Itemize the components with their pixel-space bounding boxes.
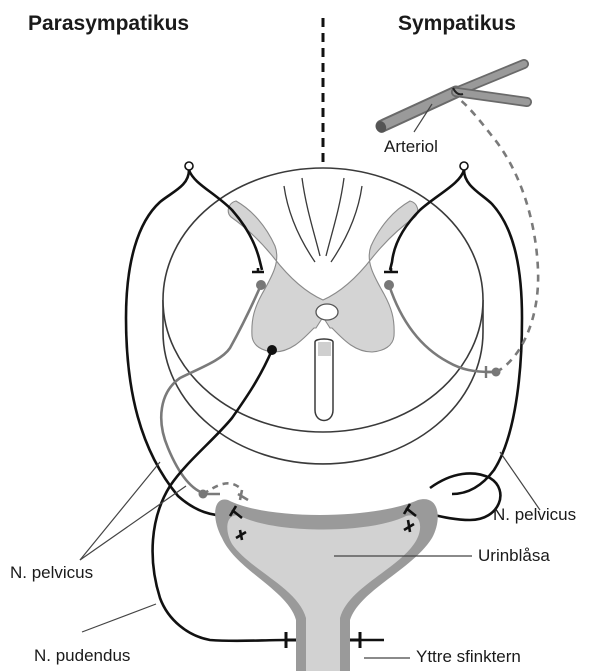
n-pelvicus-right-leader	[500, 452, 540, 510]
arteriole-vessel	[374, 64, 527, 135]
ganglion-left	[199, 490, 208, 499]
parasympathetic-dashed	[203, 483, 240, 494]
n-pudendus-leader	[82, 604, 156, 632]
bladder-lumen	[227, 515, 420, 671]
label-urinblasa: Urinblåsa	[478, 546, 550, 566]
label-n-pudendus: N. pudendus	[34, 646, 130, 666]
label-n-pelvicus-left: N. pelvicus	[10, 563, 93, 583]
label-arteriol: Arteriol	[384, 137, 438, 157]
heading-sympathetic: Sympatikus	[398, 12, 516, 36]
central-canal	[316, 304, 338, 320]
n-pelvicus-left-leader-2	[80, 486, 186, 560]
label-n-pelvicus-right: N. pelvicus	[493, 505, 576, 525]
label-yttre-sfinktern: Yttre sfinktern	[416, 647, 521, 667]
heading-parasympathetic: Parasympatikus	[28, 12, 189, 36]
n-pelvicus-left-leader-1	[80, 462, 160, 560]
